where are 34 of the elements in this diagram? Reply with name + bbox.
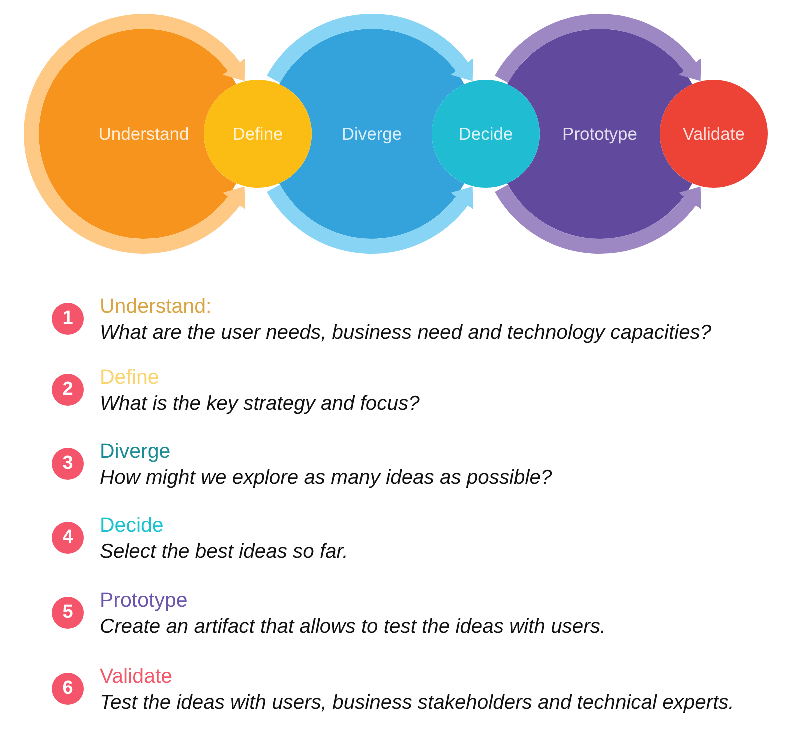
phase-label: Validate xyxy=(683,124,745,144)
step-title: Define xyxy=(100,366,160,389)
number-badge xyxy=(52,448,84,480)
step-number: 6 xyxy=(62,679,74,699)
step-number: 4 xyxy=(62,528,74,548)
phase-label: Define xyxy=(232,124,284,144)
number-badge xyxy=(52,597,84,629)
phase-label: Prototype xyxy=(562,124,638,144)
step-title: Prototype xyxy=(100,589,188,612)
step-number: 1 xyxy=(62,309,74,329)
step-number: 2 xyxy=(62,380,74,400)
phase-label: Diverge xyxy=(342,124,402,144)
curved-arrow xyxy=(24,14,246,134)
curved-arrow xyxy=(267,184,474,254)
number-badge xyxy=(52,303,84,335)
step-title: Understand: xyxy=(100,295,212,318)
number-badge xyxy=(52,673,84,705)
phase-label: Understand xyxy=(98,124,190,144)
step-number: 3 xyxy=(62,454,74,474)
step-description: Select the best ideas so far. xyxy=(100,540,348,565)
step-title: Validate xyxy=(100,665,173,688)
curved-arrow xyxy=(24,134,246,254)
phase-label: Decide xyxy=(458,124,514,144)
step-title: Diverge xyxy=(100,440,171,463)
step-description: How might we explore as many ideas as possible? xyxy=(100,466,552,491)
number-badge xyxy=(52,522,84,554)
step-description: What are the user needs, business need and technology capacities? xyxy=(100,321,712,346)
step-number: 5 xyxy=(62,603,74,623)
curved-arrow xyxy=(267,14,474,84)
step-title: Decide xyxy=(100,514,164,537)
step-description: Create an artifact that allows to test the ideas with users. xyxy=(100,615,606,640)
number-badge xyxy=(52,374,84,406)
step-description: Test the ideas with users, business stakeholders and technical experts. xyxy=(100,691,734,716)
step-description: What is the key strategy and focus? xyxy=(100,392,420,417)
